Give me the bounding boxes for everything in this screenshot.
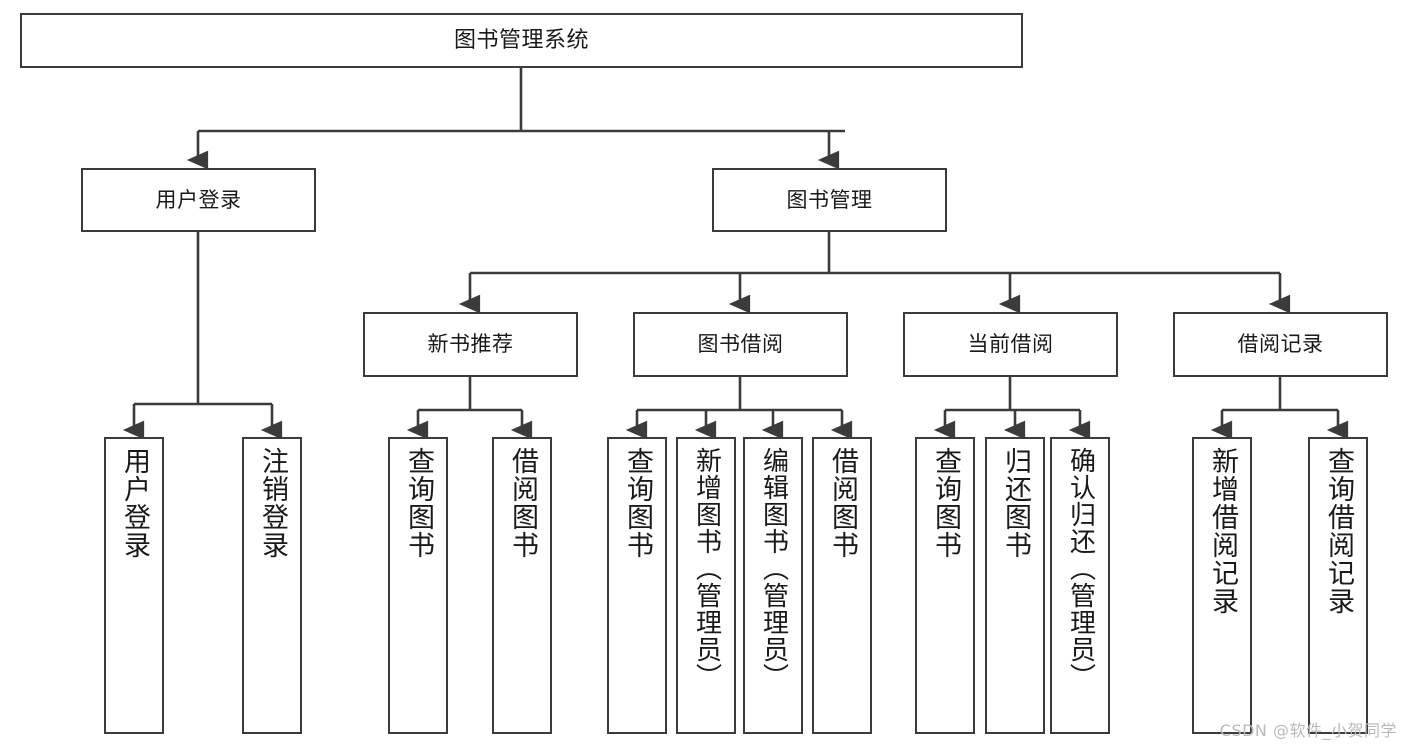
- node-label: 查询图书: [930, 447, 962, 559]
- node-label: 当前借阅: [967, 332, 1054, 357]
- leaf-new-book-borrow-book[interactable]: 借阅图书: [492, 437, 552, 734]
- leaf-book-borrow-edit-book-admin[interactable]: 编辑图书（管理员）: [743, 437, 803, 734]
- node-user-login[interactable]: 用户登录: [81, 168, 316, 232]
- node-label: 借阅图书: [507, 447, 539, 559]
- node-book-management[interactable]: 图书管理: [712, 168, 947, 232]
- watermark-text: CSDN @软件_小贺同学: [1219, 721, 1397, 740]
- node-label: 用户登录: [119, 447, 151, 559]
- node-label: 图书管理: [786, 187, 873, 212]
- node-new-book-recommend[interactable]: 新书推荐: [363, 312, 578, 377]
- node-label: 新书推荐: [427, 332, 514, 357]
- node-label: 新增借阅记录: [1207, 447, 1239, 615]
- node-label: 注销登录: [257, 447, 289, 559]
- leaf-new-book-query-book[interactable]: 查询图书: [388, 437, 448, 734]
- node-label: 图书管理系统: [453, 27, 589, 53]
- node-root-book-management-system[interactable]: 图书管理系统: [20, 13, 1023, 68]
- node-label: 归还图书: [1000, 447, 1032, 559]
- node-label: 图书借阅: [697, 332, 784, 357]
- leaf-book-borrow-query-book[interactable]: 查询图书: [607, 437, 667, 734]
- leaf-borrow-record-query-record[interactable]: 查询借阅记录: [1308, 437, 1368, 734]
- node-label: 新增图书（管理员）: [691, 447, 722, 690]
- node-label: 编辑图书（管理员）: [758, 447, 789, 690]
- node-label: 确认归还（管理员）: [1065, 447, 1096, 690]
- node-label: 借阅记录: [1237, 332, 1324, 357]
- node-borrow-record[interactable]: 借阅记录: [1173, 312, 1388, 377]
- leaf-book-borrow-borrow-book[interactable]: 借阅图书: [812, 437, 872, 734]
- node-book-borrow[interactable]: 图书借阅: [633, 312, 848, 377]
- node-label: 借阅图书: [827, 447, 859, 559]
- node-label: 查询图书: [403, 447, 435, 559]
- node-label: 查询图书: [622, 447, 654, 559]
- node-current-borrow[interactable]: 当前借阅: [903, 312, 1118, 377]
- node-label: 查询借阅记录: [1323, 447, 1355, 615]
- leaf-user-login-logout[interactable]: 注销登录: [242, 437, 302, 734]
- leaf-current-borrow-return-book[interactable]: 归还图书: [985, 437, 1045, 734]
- leaf-current-borrow-query-book[interactable]: 查询图书: [915, 437, 975, 734]
- leaf-book-borrow-add-book-admin[interactable]: 新增图书（管理员）: [676, 437, 736, 734]
- leaf-user-login-login[interactable]: 用户登录: [104, 437, 164, 734]
- leaf-current-borrow-confirm-return-admin[interactable]: 确认归还（管理员）: [1050, 437, 1110, 734]
- leaf-borrow-record-add-record[interactable]: 新增借阅记录: [1192, 437, 1252, 734]
- node-label: 用户登录: [155, 187, 242, 212]
